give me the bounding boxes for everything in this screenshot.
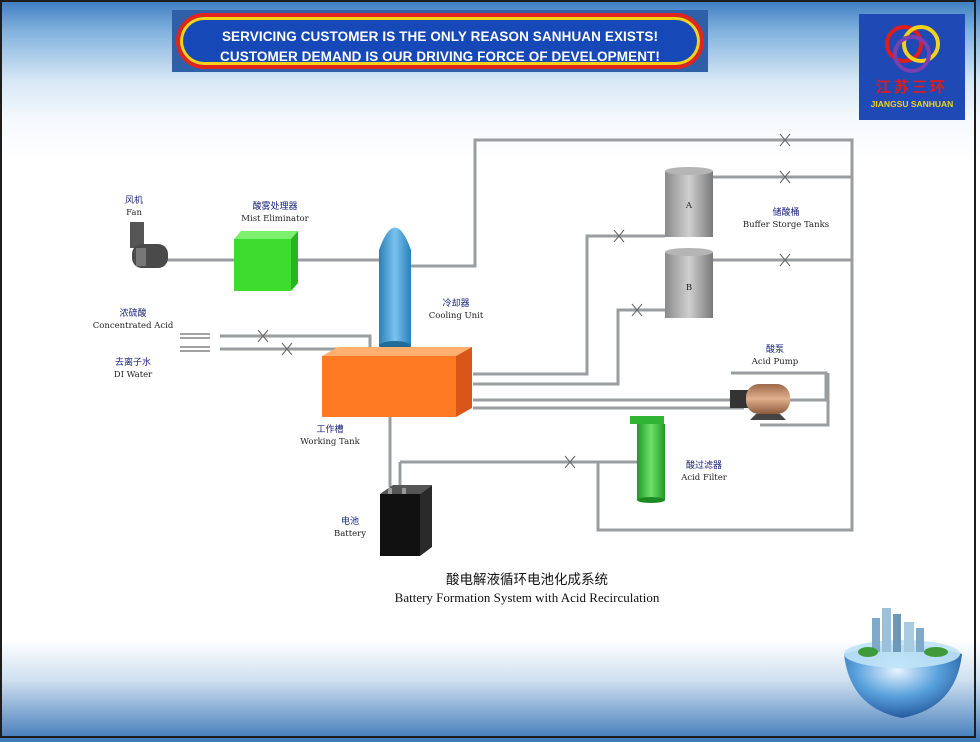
tank-b-icon: B	[665, 248, 713, 318]
working-tank-icon	[322, 347, 472, 417]
fan-icon	[130, 222, 168, 268]
battery-icon	[380, 485, 432, 556]
tank-a-icon: A	[665, 167, 713, 237]
mist-eliminator-label-cn: 酸雾处理器	[252, 200, 297, 212]
diagram-title-cn: 酸电解液循环电池化成系统	[446, 572, 608, 588]
slogan-line-2: CUSTOMER DEMAND IS OUR DRIVING FORCE OF …	[220, 49, 660, 64]
diagram-title-en: Battery Formation System with Acid Recir…	[395, 590, 660, 605]
acid-pump-label-en: Acid Pump	[751, 357, 799, 367]
working-tank-label-en: Working Tank	[300, 437, 360, 447]
rings-logo-icon	[885, 25, 940, 73]
valves	[257, 133, 791, 469]
acid-pump-icon	[730, 384, 790, 420]
valve-icon	[257, 329, 269, 343]
acid-filter-label-cn: 酸过滤器	[686, 459, 722, 471]
valve-icon	[281, 342, 293, 356]
acid-inlet-icon	[180, 333, 210, 339]
acid-filter-icon	[630, 416, 665, 503]
battery-label-en: Battery	[334, 529, 366, 539]
working-tank-label-cn: 工作槽	[316, 423, 343, 435]
buffer-tanks-label-cn: 储酸桶	[772, 206, 799, 218]
cooling-unit-label-en: Cooling Unit	[429, 311, 484, 321]
valve-icon	[779, 253, 791, 267]
mist-eliminator-label-en: Mist Eliminator	[241, 214, 309, 224]
valve-icon	[631, 303, 643, 317]
acid-pump-label-cn: 酸泵	[766, 344, 784, 355]
pipe-network	[165, 138, 854, 532]
buffer-tanks-label-en: Buffer Storge Tanks	[743, 220, 829, 230]
logo-english-text: JIANGSU SANHUAN	[870, 99, 954, 109]
slogan-line-1: SERVICING CUSTOMER IS THE ONLY REASON SA…	[221, 29, 659, 44]
tank-a-label: A	[685, 201, 693, 211]
cooling-unit-label-cn: 冷却器	[442, 297, 469, 309]
company-logo: 江苏三环 JIANGSU SANHUAN	[859, 14, 965, 120]
di-water-label-cn: 去离子水	[115, 356, 151, 368]
tank-b-label: B	[686, 283, 692, 293]
battery-label-cn: 电池	[341, 515, 359, 527]
valve-icon	[779, 170, 791, 184]
di-water-label-en: DI Water	[114, 370, 153, 380]
slogan-banner: SERVICING CUSTOMER IS THE ONLY REASON SA…	[172, 10, 708, 72]
globe-city-icon	[844, 608, 962, 718]
water-inlet-icon	[180, 346, 210, 352]
cooling-unit-icon	[379, 227, 411, 351]
slogan-pill: SERVICING CUSTOMER IS THE ONLY REASON SA…	[176, 13, 704, 69]
acid-filter-label-en: Acid Filter	[680, 473, 728, 483]
valve-icon	[564, 455, 576, 469]
valve-icon	[779, 133, 791, 147]
fan-label-en: Fan	[126, 208, 142, 218]
concentrated-acid-label-cn: 浓硫酸	[119, 307, 146, 319]
logo-chinese-text: 江苏三环	[875, 78, 948, 96]
concentrated-acid-label-en: Concentrated Acid	[93, 321, 174, 331]
mist-eliminator-icon	[234, 231, 298, 291]
fan-label-cn: 风机	[125, 194, 143, 206]
valve-icon	[613, 229, 625, 243]
